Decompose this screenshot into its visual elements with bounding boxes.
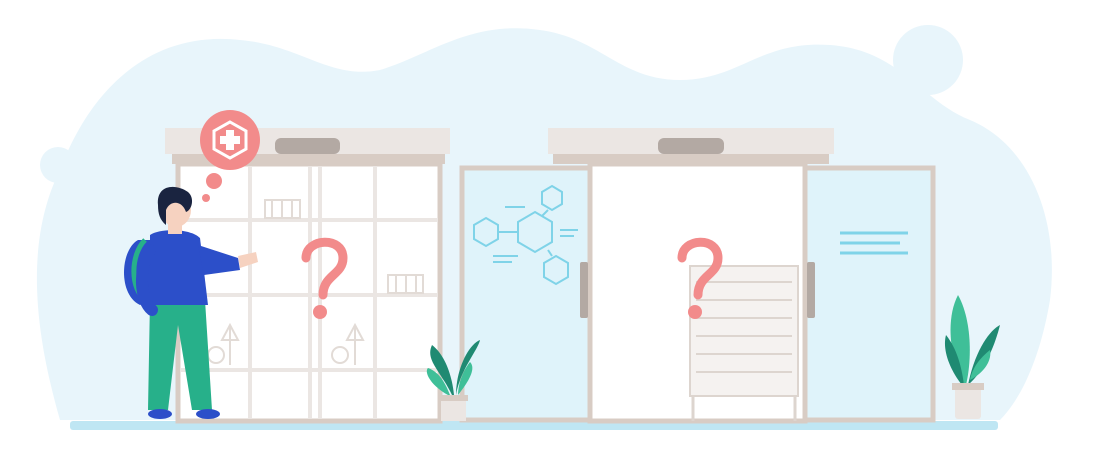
- door-sensor: [658, 138, 724, 154]
- clinic-building: [459, 128, 936, 424]
- pharmacy-building: [165, 128, 450, 424]
- medical-cross-icon: [200, 110, 260, 202]
- person-figure: [124, 186, 258, 419]
- question-mark-icon: [301, 237, 348, 319]
- potted-plant-small: [426, 340, 480, 421]
- door-sensor: [275, 138, 340, 154]
- potted-plant-large: [944, 295, 1000, 419]
- lab-flask-icons: [207, 199, 424, 365]
- glass-text-lines: [840, 231, 908, 255]
- question-mark-icon: [677, 237, 723, 319]
- molecule-hexagon-icon: [473, 184, 578, 286]
- info-board: [689, 265, 799, 421]
